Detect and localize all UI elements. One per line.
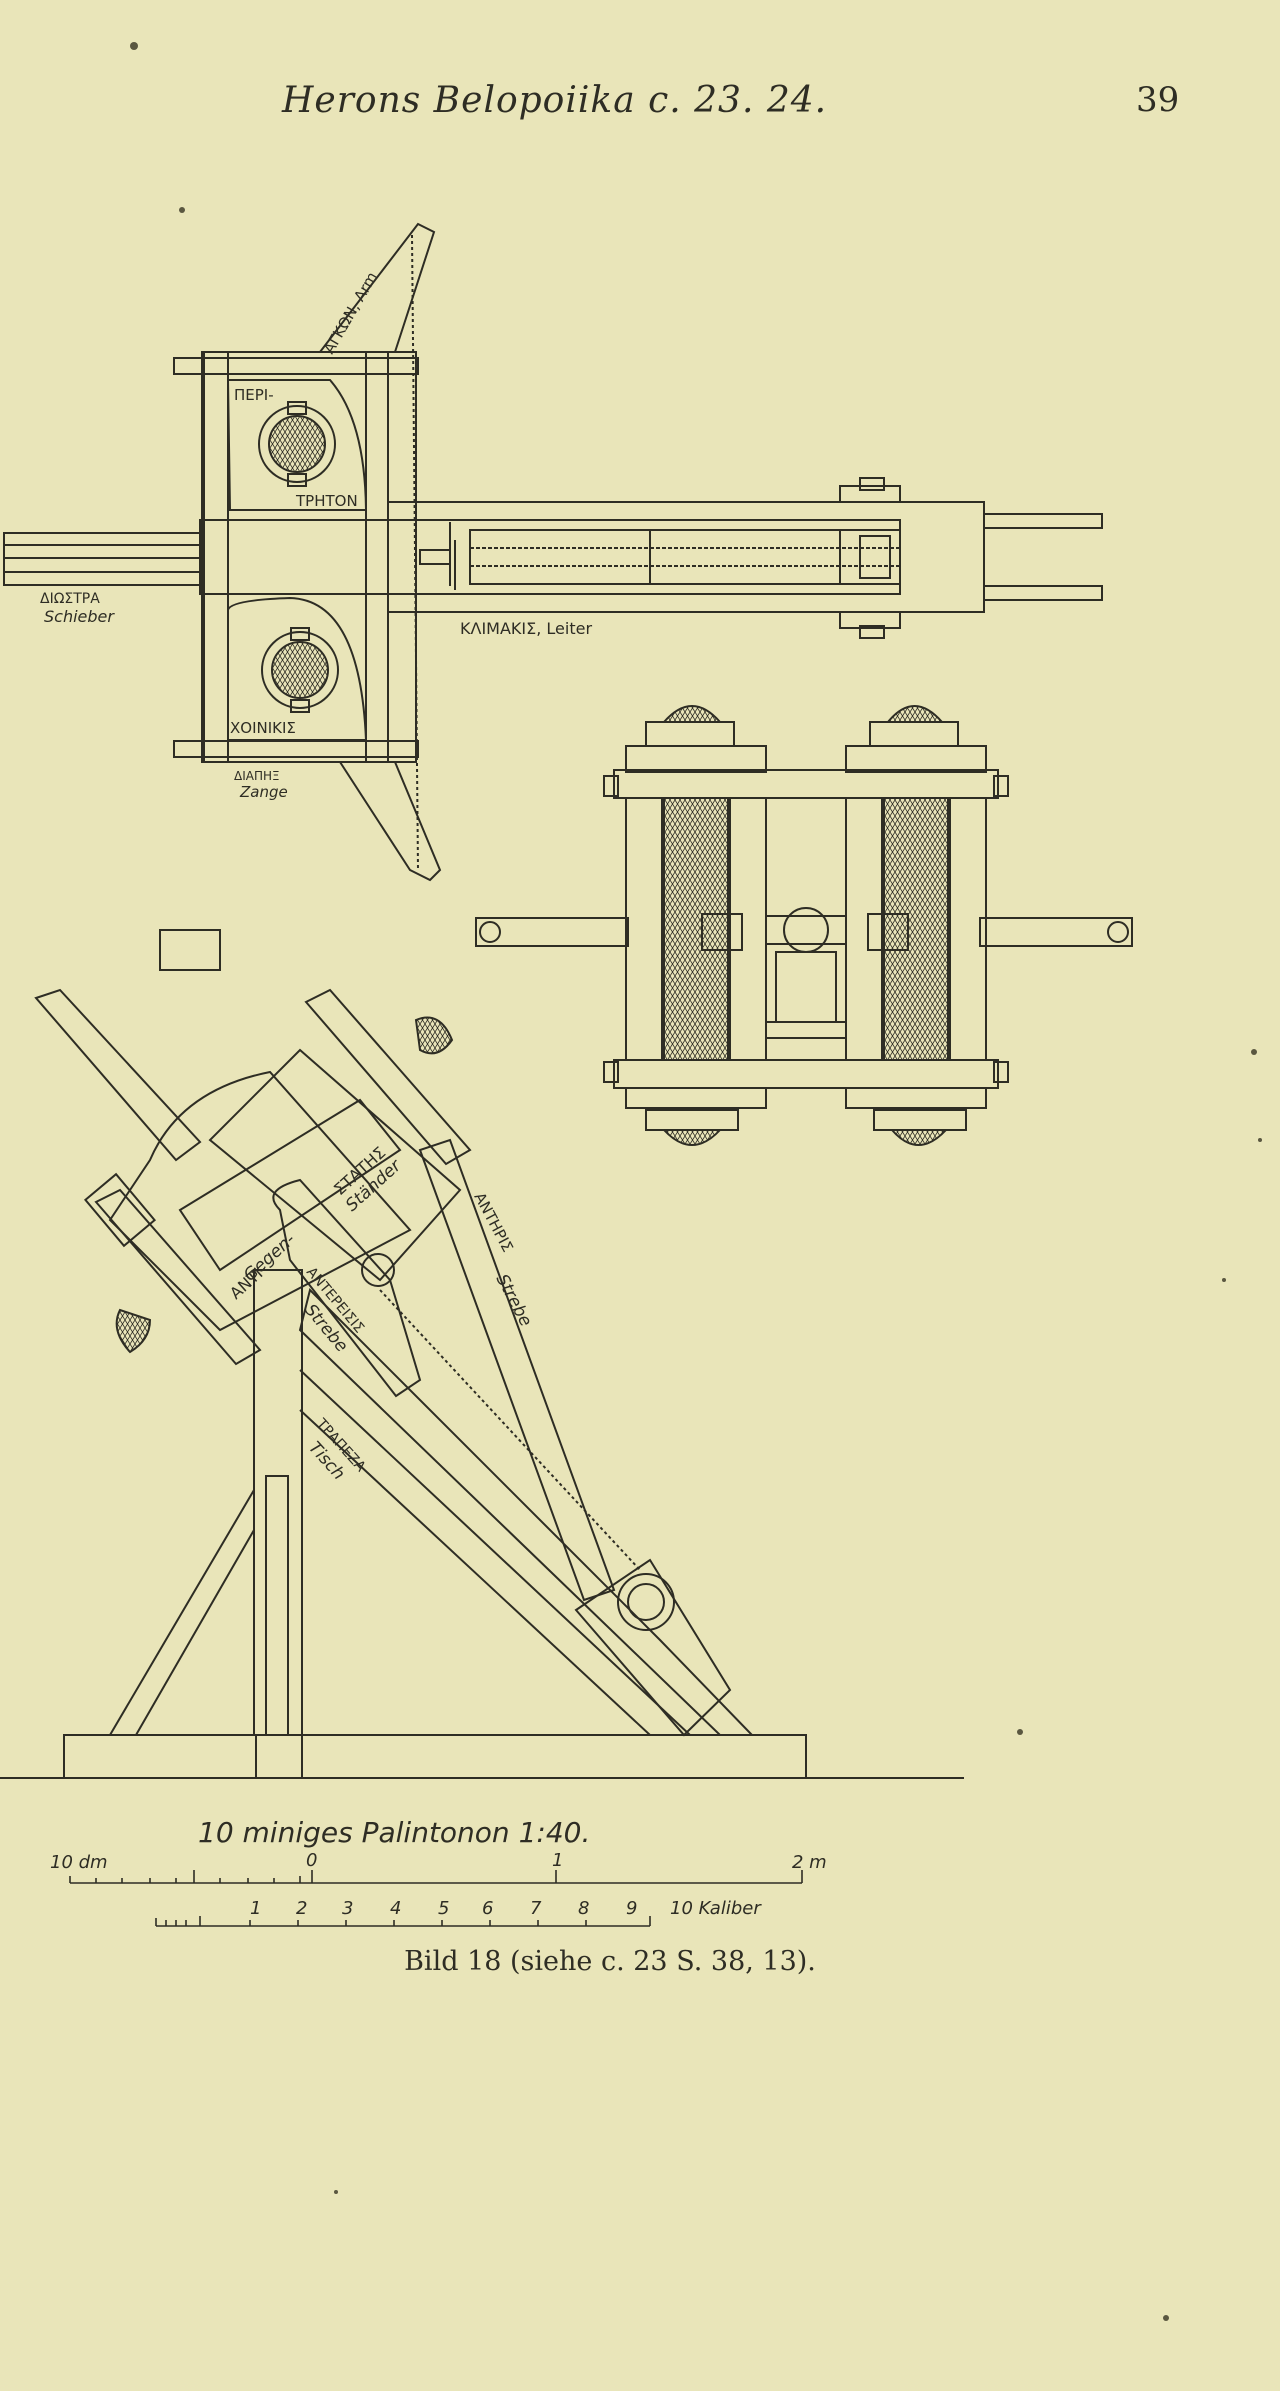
label-klimakis: ΚΛΙΜΑΚΙΣ, Leiter [460,619,592,638]
base-table [63,1734,807,1779]
arm-lower [339,761,442,882]
front-rope-bundle-right [883,797,949,1061]
label-diostra-de: Schieber [44,607,115,626]
antereisis-strut [272,1178,422,1398]
plan-view [3,222,1103,882]
antistatis [178,1098,402,1272]
front-bottom-beam [613,1059,999,1089]
label-peritreton-bottom: ΤΡΗΤΟΝ [295,492,358,510]
scale-caliber-4: 4 [390,1898,401,1919]
label-anteris-gr: ΑΝΤΗΡΙΣ [470,1189,516,1255]
page-header: Herons Belopoiika c. 23. 24. 39 [0,72,1280,132]
inclined-table-beam [298,1288,755,1736]
scale-caliber-6: 6 [482,1898,493,1919]
label-peritreton-top: ΠΕΡΙ- [234,386,274,404]
side-labels: ΣΤΑΤΗΣ Ständer ΑΝΤΙ- Gegen- ΑΝΤΕΡΕΙΣΙΣ S… [226,1143,536,1484]
front-rope-bundle-left [663,797,729,1061]
peritreton-upper [226,379,368,511]
page-number: 39 [1136,80,1180,120]
plan-labels: ΑΓΚΩΝ, Arm ΠΕΡΙ- ΤΡΗΤΟΝ ΧΟΙΝΙΚΙΣ ΔΙΩΣΤΡΑ… [40,269,592,801]
frame-box [201,351,417,763]
label-diostra-gr: ΔΙΩΣΤΡΑ [40,591,100,607]
scale-dm-label: 10 dm [50,1852,108,1873]
scale-one: 1 [552,1850,563,1871]
anteris-strut [418,1138,616,1602]
running-title: Herons Belopoiika c. 23. 24. [282,80,828,121]
scale-caliber-5: 5 [438,1898,449,1919]
front-top-beam [613,769,999,799]
scale-caliber-2: 2 [296,1898,307,1919]
label-anteris-de: Strebe [492,1271,536,1330]
statis-stand [208,1048,462,1282]
arm-upper [319,222,436,353]
scale-caliber-3: 3 [342,1898,353,1919]
figure-caption-block: Bild 18 (siehe c. 23 S. 38, 13). [0,1946,1280,1977]
label-arm: ΑΓΚΩΝ, Arm [320,269,381,357]
head-arm [34,988,202,1162]
stand-post [253,1269,303,1736]
label-diapegi-gr: ΔΙΑΠΗΞ [234,769,280,783]
label-choinikis: ΧΟΙΝΙΚΙΣ [230,719,296,737]
figure-caption: Bild 18 (siehe c. 23 S. 38, 13). [404,1946,816,1977]
paper-specks [130,42,1262,2321]
scale-caliber-7: 7 [530,1898,542,1919]
scale-two: 2 m [792,1852,827,1873]
scale-zero: 0 [306,1850,317,1871]
scale-caliber-9: 9 [626,1898,637,1919]
side-view [0,929,964,1779]
front-view [475,705,1133,1146]
label-diapegi-de: Zange [239,783,288,801]
scale-title: 10 miniges Palintonon 1:40. [198,1816,590,1849]
scale-caliber-8: 8 [578,1898,589,1919]
scale-caliber-1: 1 [250,1898,261,1919]
scale-block: 10 miniges Palintonon 1:40. [50,1816,827,1927]
peritreton-lower [227,596,368,741]
ladder-klimakis [387,501,985,613]
scale-kaliber-label: 10 Kaliber [670,1898,762,1919]
